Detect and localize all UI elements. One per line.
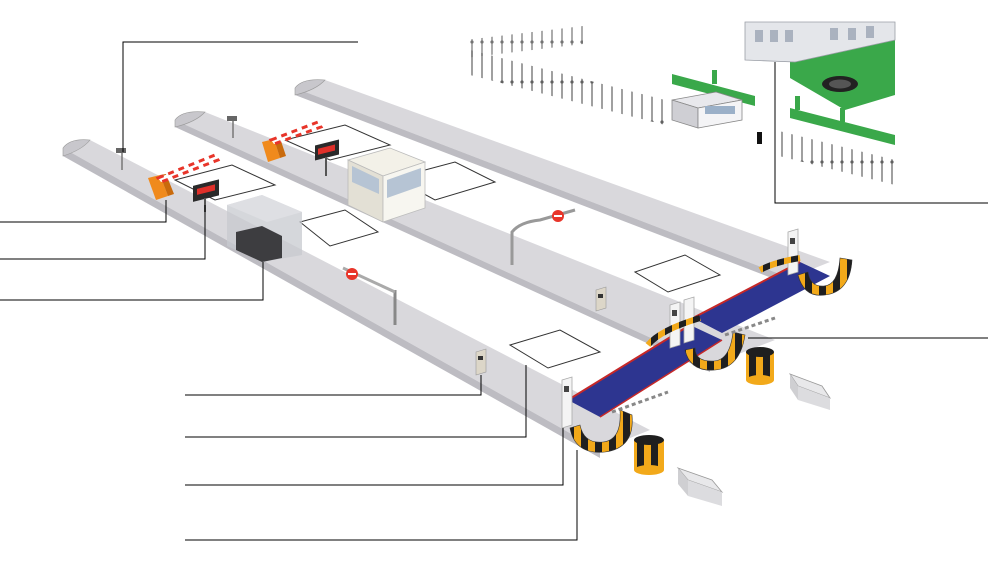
spike-strip [569, 255, 853, 453]
road-end-cap [294, 79, 326, 96]
card-reader [475, 348, 487, 376]
road-surface [63, 140, 650, 450]
no-entry-barrier [510, 208, 576, 265]
fence-left [470, 50, 665, 125]
callout-leader-barrier-arm [0, 200, 167, 223]
road-end-cap [174, 111, 206, 128]
callout-leader-building-perimeter [774, 62, 988, 204]
concrete-barrier [788, 373, 832, 410]
callout-leader-parking-zone [185, 365, 527, 438]
concrete-barrier [676, 467, 724, 506]
inspection-booth [227, 195, 302, 262]
hazard-barrel [634, 435, 664, 475]
camera [227, 116, 237, 138]
road-blocker [692, 261, 830, 333]
callout-leaders [0, 41, 988, 541]
card-reader [595, 286, 607, 312]
gate-post [787, 228, 799, 276]
road-edge [63, 148, 600, 458]
no-entry-barrier [342, 266, 397, 325]
callout-leader-display-board [0, 205, 206, 260]
building-perimeter [465, 21, 896, 185]
fence-right [775, 130, 895, 185]
lane-back [294, 79, 830, 285]
guard-cabin [346, 147, 427, 223]
guard-house [671, 91, 743, 129]
hazard-barrel [746, 347, 774, 385]
callout-leader-card-reader [185, 375, 482, 396]
grass-post [712, 70, 717, 84]
building [744, 21, 896, 63]
grass-strip [790, 108, 895, 145]
road-surface [295, 80, 830, 278]
grass-post [840, 108, 845, 122]
fence-back [465, 26, 583, 58]
gate-post [757, 132, 762, 144]
display-board [315, 139, 339, 176]
callout-leader-spike-strip [185, 450, 578, 541]
callout-leader-gate-post [185, 428, 564, 486]
callout-leader-inspection-booth [0, 262, 264, 301]
road-edge [295, 88, 790, 285]
road-edge [175, 120, 710, 372]
road-end-cap [62, 139, 91, 157]
callout-leader-camera [122, 41, 358, 152]
gate-post [561, 376, 573, 429]
barrier-arm [262, 120, 324, 162]
lane-front [62, 139, 650, 458]
camera [116, 148, 126, 170]
barrier-arm [148, 153, 221, 200]
grass-post [795, 96, 800, 110]
